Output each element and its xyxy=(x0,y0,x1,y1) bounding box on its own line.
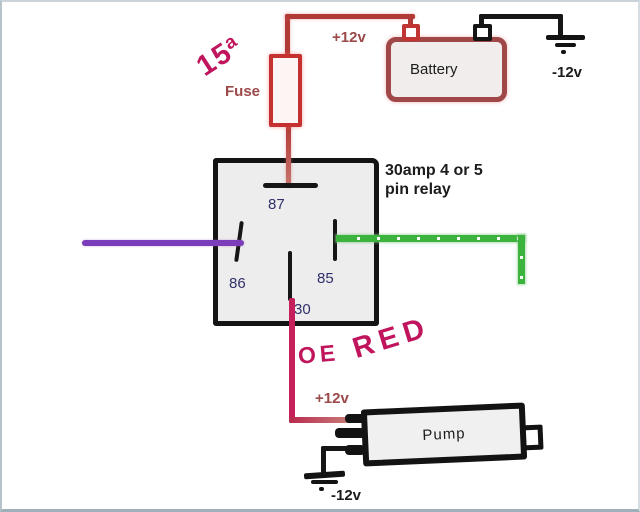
battery-box: Battery xyxy=(386,37,507,102)
ground-symbol-bottom-dot xyxy=(319,487,324,491)
relay-pin-87-contact xyxy=(263,183,318,188)
pump-pin-middle xyxy=(335,428,365,438)
red-wire-top-horizontal xyxy=(285,14,415,19)
minus-12v-bottom-label: -12v xyxy=(331,487,362,504)
relay-pin-85-contact xyxy=(333,219,337,261)
pump-pin-top xyxy=(345,414,365,423)
battery-label: Battery xyxy=(410,61,458,78)
red-wire-fuse-top-vertical xyxy=(285,14,290,59)
red-wire-battery-drop xyxy=(408,16,413,30)
purple-trigger-wire xyxy=(82,240,244,246)
green-wire-vertical xyxy=(518,235,525,284)
relay-pin-30-label: 30 xyxy=(294,301,311,318)
relay-pin-87-label: 87 xyxy=(268,196,285,213)
minus-12v-top-label: -12v xyxy=(552,64,583,81)
black-wire-ground-drop xyxy=(558,14,563,37)
crimson-wire-horizontal xyxy=(289,417,353,423)
wire-note-oe-handwritten: OE xyxy=(296,339,341,369)
pump-label: Pump xyxy=(422,425,466,444)
ground-symbol-top-bar1 xyxy=(546,35,585,40)
battery-positive-terminal xyxy=(402,24,420,41)
fuse-body xyxy=(269,54,302,127)
fuse-label: Fuse xyxy=(225,83,261,100)
ground-symbol-bottom-bar1 xyxy=(303,470,346,480)
green-wire-dots xyxy=(340,237,521,240)
plus-12v-top-label: +12v xyxy=(332,29,366,46)
pump-pin-bottom xyxy=(345,445,365,455)
fuse-rating-handwritten: 15a xyxy=(190,29,243,83)
ground-symbol-bottom-bar2 xyxy=(311,480,338,484)
green-wire-horizontal xyxy=(336,235,525,242)
plus-12v-bottom-label: +12v xyxy=(315,390,349,407)
battery-negative-terminal xyxy=(473,24,492,41)
black-wire-pump-horizontal xyxy=(321,446,349,451)
crimson-wire-vertical xyxy=(289,298,295,423)
relay-pin-86-label: 86 xyxy=(229,275,246,292)
black-wire-battery-up xyxy=(479,14,484,28)
ground-symbol-top-bar2 xyxy=(555,43,576,47)
relay-pin-85-label: 85 xyxy=(317,270,334,287)
relay-pin-30-contact xyxy=(288,251,292,301)
pump-box: Pump xyxy=(360,402,528,467)
red-wire-fuse-to-relay xyxy=(286,123,291,187)
black-wire-top-horizontal xyxy=(479,14,563,19)
green-wire-dots xyxy=(520,239,523,280)
black-wire-pump-ground-drop xyxy=(321,446,326,475)
ground-symbol-top-dot xyxy=(561,50,566,54)
